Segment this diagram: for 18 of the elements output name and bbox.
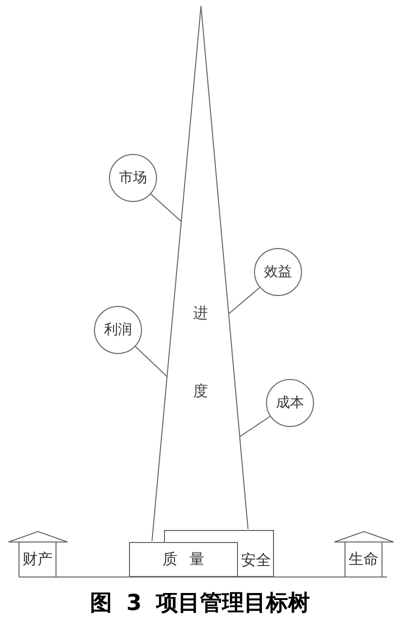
goal-label: 市场 bbox=[119, 171, 147, 185]
connector-line bbox=[239, 416, 271, 438]
goal-label: 利润 bbox=[104, 323, 132, 337]
house-drawing bbox=[334, 531, 394, 577]
goal-label: 成本 bbox=[276, 396, 304, 410]
base-label: 质量 bbox=[162, 552, 216, 567]
house-label: 财产 bbox=[22, 552, 52, 567]
base-label: 安全 bbox=[241, 552, 271, 568]
house-drawing bbox=[8, 531, 68, 577]
figure-caption: 图 3 项目管理目标树 bbox=[90, 590, 310, 618]
connector-line bbox=[150, 194, 182, 222]
goal-label: 效益 bbox=[264, 265, 292, 279]
connector-line bbox=[134, 346, 168, 378]
stepped-base-block bbox=[164, 530, 274, 577]
vertical-label: 进度 bbox=[193, 303, 208, 402]
house-label: 生命 bbox=[348, 552, 378, 567]
base-block bbox=[129, 542, 238, 577]
connector-line bbox=[228, 287, 260, 314]
